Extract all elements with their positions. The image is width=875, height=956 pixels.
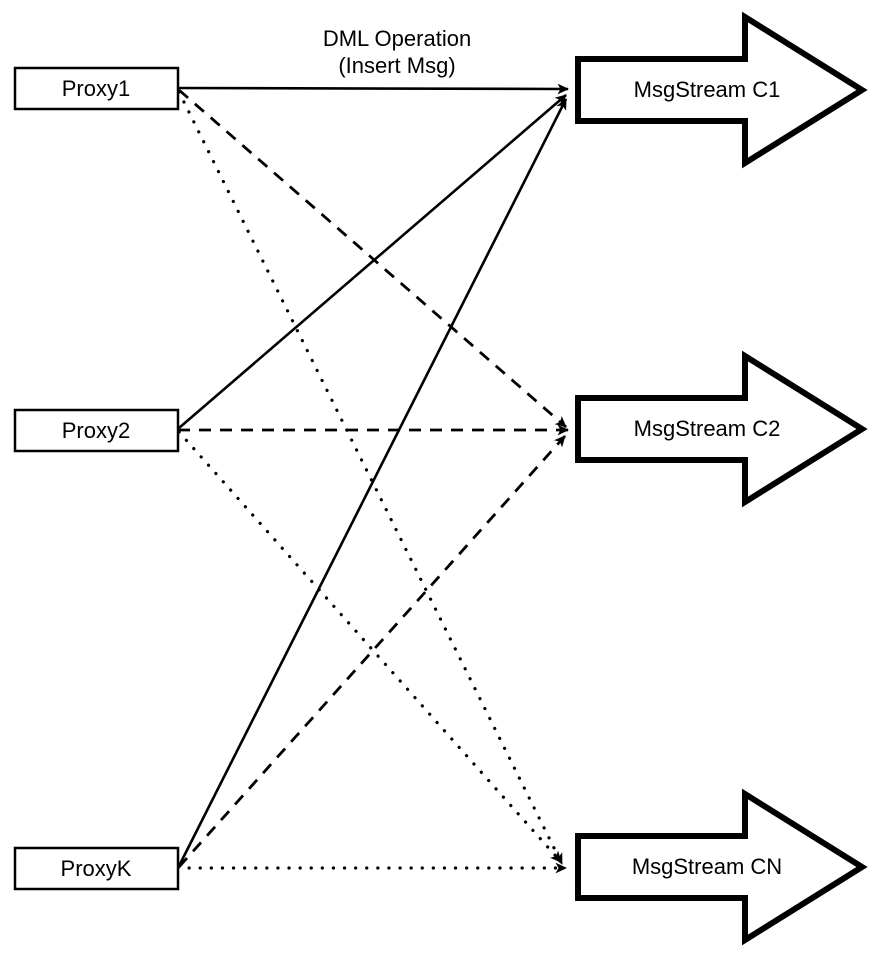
msgstream-c2-arrow-shape[interactable] (575, 350, 868, 508)
edge-proxy2-to-msgstream-c1 (178, 94, 567, 429)
edge-proxyk-to-msgstream-c1 (177, 98, 568, 867)
node-proxy2[interactable]: Proxy2 (13, 408, 180, 453)
edge-label-dml-operation: DML Operation (Insert Msg) (323, 26, 471, 78)
proxy2-label: Proxy2 (62, 418, 130, 443)
edge-proxy2-to-msgstream-cn (177, 430, 563, 864)
node-proxy1[interactable]: Proxy1 (13, 66, 180, 111)
edge-proxyk-to-msgstream-c2 (177, 435, 567, 868)
node-msgstream-c1[interactable]: MsgStream C1 (575, 11, 868, 169)
proxyk-label: ProxyK (61, 856, 132, 881)
edge-proxy1-to-msgstream-c2 (178, 88, 567, 429)
edge-group-proxy2 (177, 94, 569, 864)
proxyk-box[interactable] (13, 846, 180, 891)
node-proxyk[interactable]: ProxyK (13, 846, 180, 891)
edge-label-line-2: (Insert Msg) (338, 53, 455, 78)
proxy2-box[interactable] (13, 408, 180, 453)
edge-proxy1-to-msgstream-c1 (177, 83, 569, 95)
msgstream-cn-label: MsgStream CN (632, 854, 782, 879)
proxy1-box[interactable] (13, 66, 180, 111)
edge-group-proxyk (176, 98, 568, 874)
edge-proxy1-to-msgstream-cn (177, 90, 564, 866)
msgstream-c2-label: MsgStream C2 (634, 416, 781, 441)
msgstream-c1-arrow-shape[interactable] (575, 11, 868, 169)
node-msgstream-cn[interactable]: MsgStream CN (575, 788, 868, 946)
proxy1-label: Proxy1 (62, 76, 130, 101)
msgstream-c1-label: MsgStream C1 (634, 77, 781, 102)
msgstream-cn-arrow-shape[interactable] (575, 788, 868, 946)
edge-label-line-1: DML Operation (323, 26, 471, 51)
node-msgstream-c2[interactable]: MsgStream C2 (575, 350, 868, 508)
edge-group-proxy1 (177, 83, 569, 866)
